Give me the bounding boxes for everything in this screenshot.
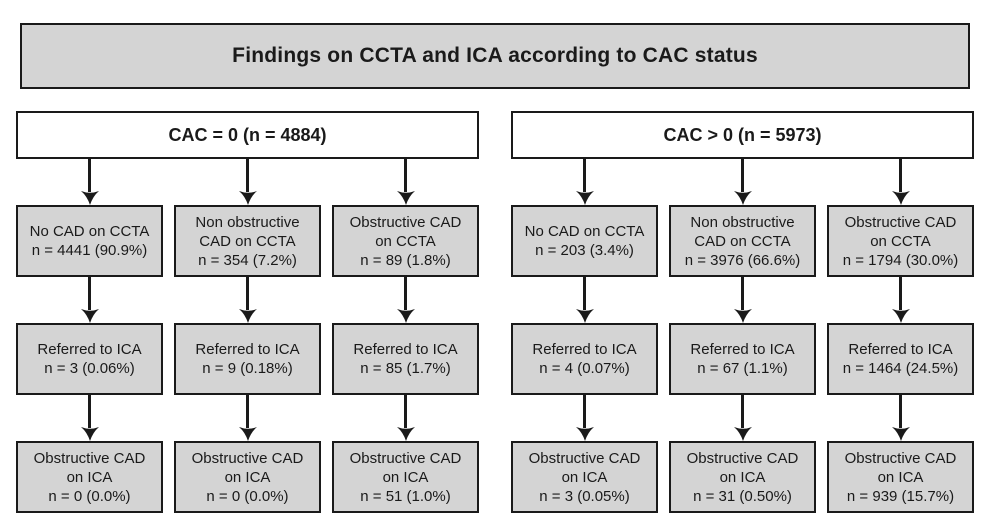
branch-header-cac-positive: CAC > 0 (n = 5973) — [511, 111, 974, 159]
arrow-down-icon — [511, 159, 658, 205]
arrow-row — [16, 277, 479, 323]
arrow-down-icon — [332, 277, 479, 323]
arrow-down-icon — [16, 277, 163, 323]
arrow-down-icon — [669, 159, 816, 205]
arrow-down-icon — [16, 395, 163, 441]
arrow-row — [16, 159, 479, 205]
arrow-down-icon — [827, 395, 974, 441]
arrow-row — [511, 395, 974, 441]
arrow-down-icon — [669, 277, 816, 323]
arrow-down-icon — [174, 159, 321, 205]
arrow-row — [16, 395, 479, 441]
branch-header-cac-zero: CAC = 0 (n = 4884) — [16, 111, 479, 159]
figure-title: Findings on CCTA and ICA according to CA… — [20, 23, 970, 89]
arrow-down-icon — [332, 159, 479, 205]
arrow-row — [511, 159, 974, 205]
arrow-down-icon — [16, 159, 163, 205]
arrow-down-icon — [827, 159, 974, 205]
arrow-down-icon — [511, 277, 658, 323]
flowchart-figure: Findings on CCTA and ICA according to CA… — [0, 23, 990, 532]
arrow-down-icon — [332, 395, 479, 441]
arrow-down-icon — [827, 277, 974, 323]
arrow-down-icon — [511, 395, 658, 441]
arrow-down-icon — [669, 395, 816, 441]
arrow-down-icon — [174, 395, 321, 441]
arrow-down-icon — [174, 277, 321, 323]
arrow-row — [511, 277, 974, 323]
